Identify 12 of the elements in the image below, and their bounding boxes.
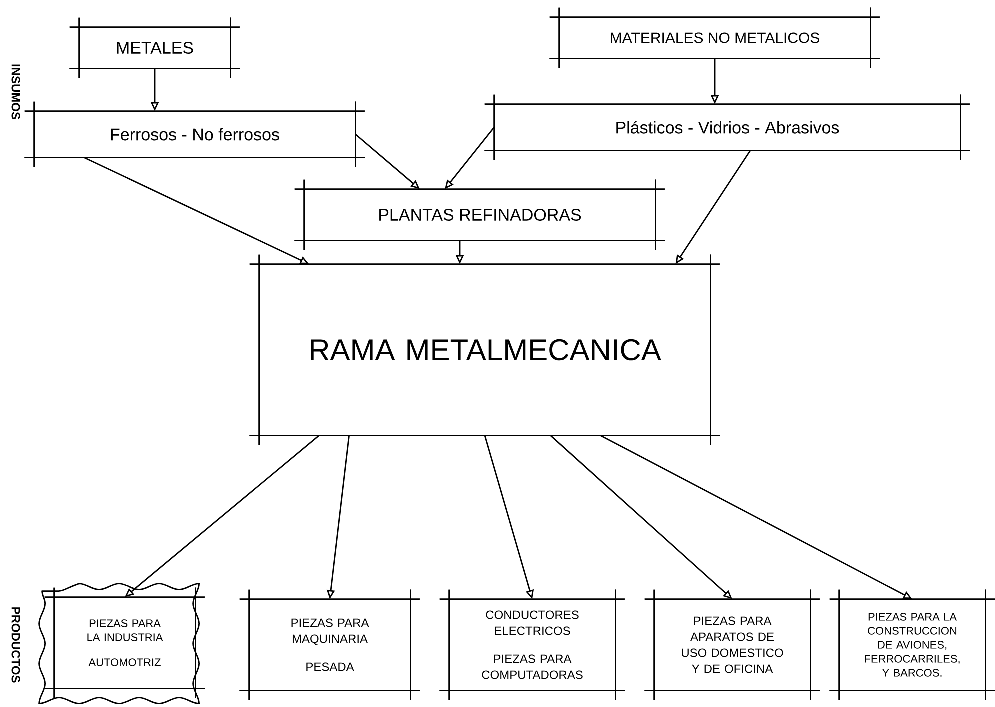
side-label: PRODUCTOS — [12, 608, 20, 683]
process-box: CONDUCTORES ELECTRICOS PIEZAS PARA COMPUTADORAS — [440, 590, 626, 700]
side-label: INSUMOS — [12, 64, 20, 120]
process-box: METALES — [70, 18, 240, 78]
process-box: RAMA METALMECANICA — [250, 254, 720, 446]
process-box: Ferrosos - No ferrosos — [24, 102, 366, 168]
process-box: PIEZAS PARA APARATOS DE USO DOMESTICO Y DE OFICINA — [644, 590, 820, 700]
process-box: PIEZAS PARA LA CONSTRUCCION DE AVIONES, FERROCARRILES, Y BARCOS. — [830, 590, 995, 700]
process-box: Plásticos - Vidrios - Abrasivos — [484, 94, 970, 160]
process-box: PLANTAS REFINADORAS — [294, 180, 666, 250]
process-box: PIEZAS PARA MAQUINARIA PESADA — [240, 590, 420, 700]
process-box: MATERIALES NO METALICOS — [550, 8, 880, 68]
